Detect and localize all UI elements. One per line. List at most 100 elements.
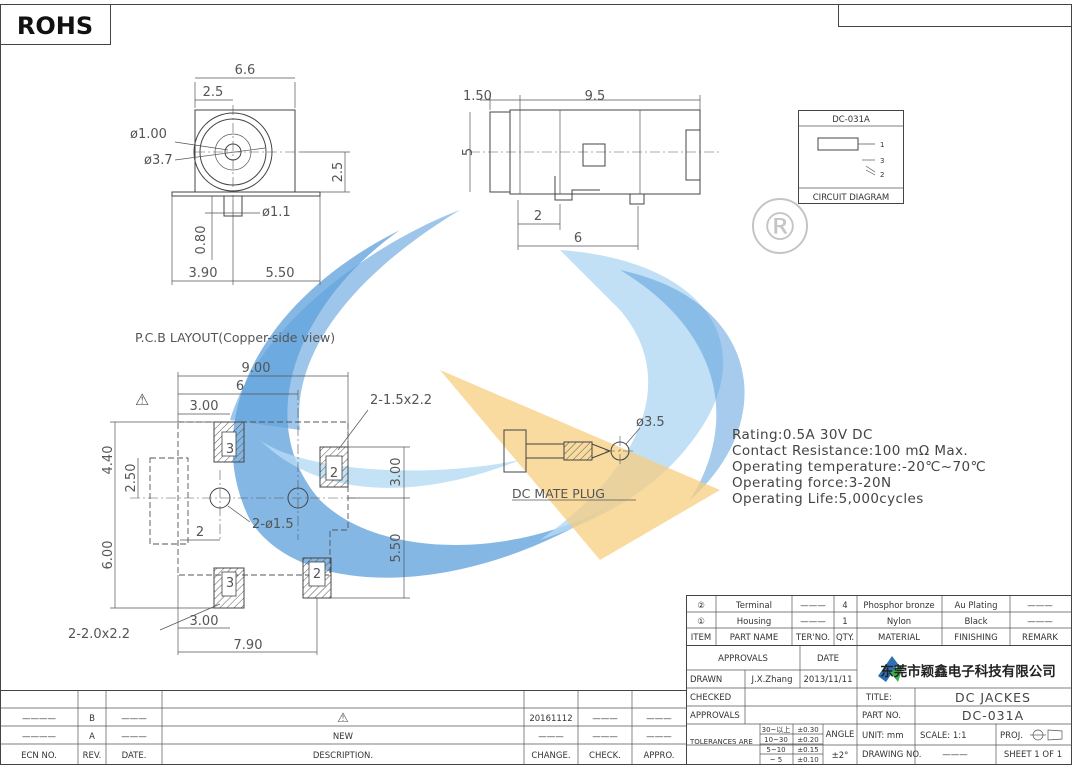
dim-pcb-slot-top: 2-1.5x2.2 xyxy=(370,393,432,408)
rev-a-change: ——— xyxy=(538,732,564,742)
tol-range-3: 5~10 xyxy=(766,746,785,754)
bom-row1-finishing: Au Plating xyxy=(954,601,997,611)
dim-body-len: 9.5 xyxy=(585,89,606,104)
projection-symbol-icon xyxy=(1030,729,1063,741)
circuit-caption: CIRCUIT DIAGRAM xyxy=(813,193,890,203)
bom-row2-qty: 1 xyxy=(842,617,847,627)
rev-b-date: ——— xyxy=(121,714,147,724)
dim-hole-dia: ø3.7 xyxy=(144,153,173,168)
bom-row1-ter: ——— xyxy=(800,601,826,611)
tol-value-2: ±0.20 xyxy=(797,736,818,744)
bom-row1-remark: ——— xyxy=(1027,601,1053,611)
tol-range-4: ~ 5 xyxy=(770,756,783,764)
bom-row1-material: Phosphor bronze xyxy=(863,601,934,611)
rev-a-date: ——— xyxy=(121,732,147,742)
drawn-by: J.X.Zhang xyxy=(751,675,793,685)
rev-header-appro: APPRO. xyxy=(643,751,674,761)
title-label: TITLE: xyxy=(865,693,892,703)
bom-header-material: MATERIAL xyxy=(878,633,920,643)
bom-row2-ter: ——— xyxy=(800,617,826,627)
rev-b-rev: B xyxy=(89,714,95,724)
bom-header-ter: TER'NO. xyxy=(795,633,830,643)
dim-pin-length: 0.80 xyxy=(194,226,209,255)
pcb-title: P.C.B LAYOUT(Copper-side view) xyxy=(135,330,335,345)
dim-pin-width: ø1.1 xyxy=(262,205,291,220)
bom-row1-qty: 4 xyxy=(842,601,847,611)
dim-right-offset: 5.50 xyxy=(266,266,295,281)
rev-a-ecn: ———— xyxy=(22,732,57,742)
drawn-date: 2013/11/11 xyxy=(804,675,853,685)
revision-table: ———— B ——— ⚠ 20161112 ——— ——— ———— A ———… xyxy=(0,690,687,765)
dim-pcb-mid-width: 6 xyxy=(236,379,244,394)
pad-label-top: 3 xyxy=(226,442,234,457)
sheet-border xyxy=(0,4,1072,765)
dim-pcb-height-bottom: 6.00 xyxy=(101,541,116,570)
bom-row2-part: Housing xyxy=(737,617,772,627)
rev-header-check: CHECK. xyxy=(589,751,621,761)
pad-label-right: 2 xyxy=(330,466,338,481)
dim-pcb-bottom-left: 3.00 xyxy=(190,614,219,629)
dim-pcb-right-height: 5.50 xyxy=(389,534,404,563)
tol-value-3: ±0.15 xyxy=(797,746,818,754)
drawn-label: DRAWN xyxy=(690,675,722,685)
watermark-logo: ® xyxy=(230,198,808,578)
plug-caption: DC MATE PLUG xyxy=(512,486,605,501)
company-name: 东莞市颖鑫电子科技有限公司 xyxy=(880,663,1056,680)
dim-pcb-left-width: 3.00 xyxy=(190,399,219,414)
rohs-badge: ROHS xyxy=(17,12,93,40)
rev-header-change: CHANGE. xyxy=(531,751,570,761)
registered-circle xyxy=(752,198,808,254)
pad-label-bottom: 3 xyxy=(226,576,234,591)
bom-table: ② Terminal ——— 4 Phosphor bronze Au Plat… xyxy=(686,595,1072,646)
bom-header-part: PART NAME xyxy=(730,633,778,643)
spec-contact-resistance: Contact Resistance:100 mΩ Max. xyxy=(732,443,968,459)
drawing-no: ——— xyxy=(942,750,968,760)
spec-operating-life: Operating Life:5,000cycles xyxy=(732,491,924,507)
bom-header-remark: REMARK xyxy=(1022,633,1058,643)
rev-a-appro: ——— xyxy=(646,732,672,742)
dim-pcb-hole-spacing: 2 xyxy=(196,525,204,540)
circuit-pin-2: 2 xyxy=(880,171,884,179)
proj-label: PROJ. xyxy=(1000,731,1023,741)
rev-b-warning-icon: ⚠ xyxy=(337,711,349,726)
spec-operating-force: Operating force:3-20N xyxy=(732,475,891,491)
tol-range-2: 10~30 xyxy=(764,736,788,744)
bom-row2-remark: ——— xyxy=(1027,617,1053,627)
rev-header-rev: REV. xyxy=(83,751,102,761)
rev-b-appro: ——— xyxy=(646,714,672,724)
front-view: 6.6 2.5 ø1.00 ø3.7 2.5 ø1.1 0.80 3.90 5.… xyxy=(130,63,350,285)
dim-pcb-total-width: 9.00 xyxy=(242,361,271,376)
registered-mark: ® xyxy=(761,205,799,249)
dim-center-height: 2.5 xyxy=(331,162,346,183)
sheet-label: SHEET 1 OF 1 xyxy=(1004,750,1062,760)
circuit-pin-3: 3 xyxy=(880,157,884,165)
spec-rating: Rating:0.5A 30V DC xyxy=(732,427,873,443)
dim-pcb-hole-dia: 2-ø1.5 xyxy=(252,517,294,532)
rev-header-ecn: ECN NO. xyxy=(21,751,57,761)
bom-row2-no: ① xyxy=(697,617,705,627)
company-logo-icon xyxy=(878,656,904,682)
spec-operating-temperature: Operating temperature:-20℃~70℃ xyxy=(732,459,986,475)
bom-row1-no: ② xyxy=(697,601,705,611)
dim-pcb-slot-height: 3.00 xyxy=(389,458,404,487)
rev-b-change: 20161112 xyxy=(529,714,572,724)
dim-pin-dia: ø1.00 xyxy=(130,127,167,142)
bom-row2-finishing: Black xyxy=(965,617,988,627)
rev-a-desc: NEW xyxy=(333,732,354,742)
rev-header-desc: DESCRIPTION. xyxy=(313,751,373,761)
dim-front-len: 1.50 xyxy=(463,89,492,104)
title-block: APPROVALS DATE DRAWN J.X.Zhang 2013/11/1… xyxy=(686,645,1072,765)
circuit-diagram: DC-031A CIRCUIT DIAGRAM 1 3 2 xyxy=(798,110,904,204)
dim-pcb-height-top: 4.40 xyxy=(101,446,116,475)
unit-label: UNIT: mm xyxy=(862,731,903,741)
bom-row2-material: Nylon xyxy=(887,617,911,627)
pcb-layout: P.C.B LAYOUT(Copper-side view) ⚠ 3 2 3 2… xyxy=(68,330,432,655)
specs-block: Rating:0.5A 30V DC Contact Resistance:10… xyxy=(732,427,986,507)
pad-label-bottom-right: 2 xyxy=(313,567,321,582)
rev-b-check: ——— xyxy=(592,714,618,724)
bom-header-qty: QTY. xyxy=(836,633,854,643)
side-view: 1.50 9.5 5 2 6 xyxy=(461,89,720,250)
dim-pcb-bottom-width: 7.90 xyxy=(234,638,263,653)
approvals-label: APPROVALS xyxy=(718,654,768,664)
